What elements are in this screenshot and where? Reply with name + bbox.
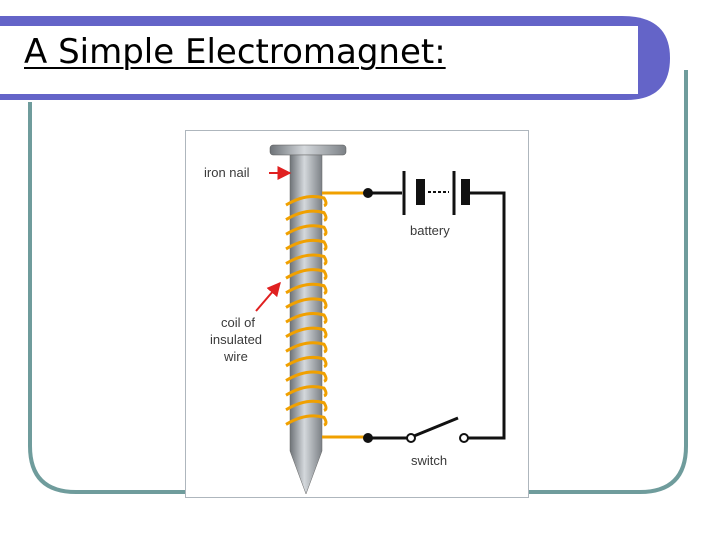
label-coil-line3: wire <box>223 349 248 364</box>
coil-wire <box>285 191 367 439</box>
slide-title: A Simple Electromagnet: <box>24 32 446 72</box>
coil-loop <box>285 326 328 339</box>
coil-loop <box>285 399 328 412</box>
coil-loop <box>285 297 328 310</box>
coil-loop <box>285 370 328 383</box>
coil-loop <box>285 253 328 266</box>
title-band <box>0 26 638 94</box>
coil-loop <box>285 195 328 208</box>
coil-loop <box>285 341 328 354</box>
battery-symbol <box>402 171 470 215</box>
coil-loop <box>285 355 328 369</box>
coil-loop <box>285 282 328 295</box>
coil-loop <box>285 312 328 325</box>
switch-symbol <box>406 416 469 443</box>
label-coil-line1: coil of <box>221 315 255 330</box>
coil-loop <box>285 209 328 222</box>
label-battery: battery <box>410 223 450 238</box>
coil-loop <box>285 385 328 398</box>
label-iron-nail: iron nail <box>204 165 250 180</box>
label-switch: switch <box>411 453 447 468</box>
electromagnet-diagram: iron nail battery coil of insulated wire… <box>185 130 529 498</box>
coil-loop <box>285 238 328 252</box>
coil-loop <box>285 268 328 281</box>
terminal-dot-bottom <box>363 433 373 443</box>
coil-loop <box>285 414 328 427</box>
label-coil-line2: insulated <box>210 332 262 347</box>
terminal-dot-top <box>363 188 373 198</box>
arrow-coil <box>255 281 281 312</box>
coil-loop <box>285 224 328 237</box>
circuit-wire-right <box>467 191 506 440</box>
